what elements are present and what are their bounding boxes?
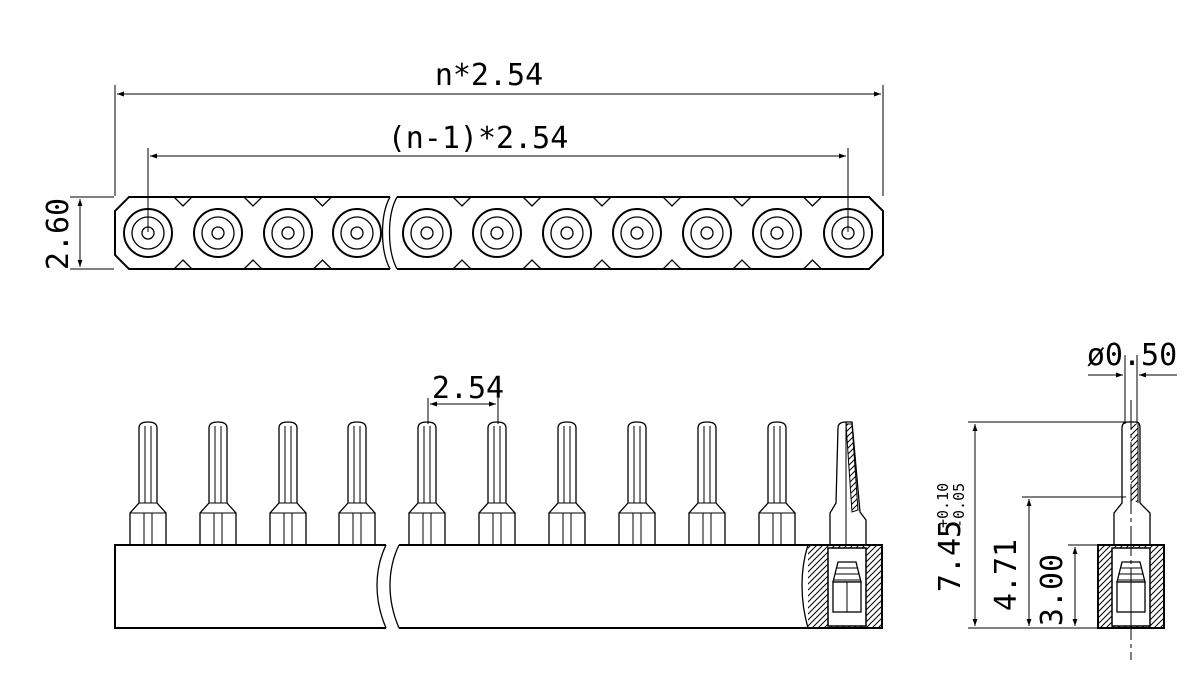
contact-hole bbox=[542, 208, 592, 258]
pin bbox=[129, 421, 167, 545]
side-pin bbox=[1113, 421, 1151, 545]
pitch-label: 2.54 bbox=[432, 371, 504, 406]
notch bbox=[662, 259, 682, 270]
pin bbox=[688, 421, 726, 545]
notch bbox=[173, 196, 193, 207]
pin bbox=[478, 421, 516, 545]
body-outline-left bbox=[114, 544, 386, 629]
contact-hole bbox=[332, 208, 382, 258]
total-height-tol-upper: +0.10 bbox=[934, 483, 952, 528]
notch bbox=[522, 196, 542, 207]
notch bbox=[662, 196, 682, 207]
pin bbox=[269, 421, 307, 545]
body-width-label: 2.60 bbox=[41, 198, 76, 270]
notch bbox=[243, 259, 263, 270]
contact-hole bbox=[123, 208, 173, 258]
pin bbox=[758, 421, 796, 545]
notch bbox=[732, 196, 752, 207]
body-break-right bbox=[389, 544, 400, 629]
contact-hole bbox=[402, 208, 452, 258]
overall-length-label: n*2.54 bbox=[435, 58, 543, 93]
pin-span-label: (n-1)*2.54 bbox=[388, 121, 569, 156]
strip-outline-right bbox=[397, 196, 884, 270]
notch bbox=[522, 259, 542, 270]
side-view: ø0.50 7.45 +0.10 -0.05 4.71 3.00 bbox=[933, 338, 1177, 660]
pin-row bbox=[129, 421, 796, 545]
notch bbox=[732, 259, 752, 270]
front-view: 2.54 bbox=[114, 371, 883, 629]
pin-diameter-label: ø0.50 bbox=[1087, 338, 1177, 373]
sectioned-pin bbox=[801, 421, 882, 629]
notch bbox=[173, 259, 193, 270]
strip-break-right bbox=[388, 196, 398, 270]
contact-hole bbox=[612, 208, 662, 258]
notch bbox=[803, 196, 822, 207]
body-height-label: 3.00 bbox=[1035, 554, 1070, 626]
notch bbox=[313, 196, 332, 207]
notch bbox=[313, 259, 332, 270]
pin bbox=[408, 421, 446, 545]
notch bbox=[452, 259, 472, 270]
body-break-left bbox=[376, 544, 387, 629]
contact-hole bbox=[823, 208, 873, 258]
strip-outline-left bbox=[114, 196, 390, 270]
pin bbox=[618, 421, 656, 545]
strip-break-left bbox=[381, 196, 391, 270]
top-view: n*2.54 (n-1)*2.54 2.60 bbox=[41, 58, 884, 270]
pin bbox=[199, 421, 237, 545]
notch bbox=[592, 196, 612, 207]
notch bbox=[452, 196, 472, 207]
contact-hole bbox=[682, 208, 732, 258]
contact-hole bbox=[752, 208, 802, 258]
pin bbox=[548, 421, 586, 545]
notch bbox=[592, 259, 612, 270]
notch bbox=[243, 196, 263, 207]
contact-hole bbox=[263, 208, 313, 258]
pin bbox=[338, 421, 376, 545]
notch bbox=[803, 259, 822, 270]
contact-hole bbox=[472, 208, 522, 258]
contact-hole bbox=[193, 208, 243, 258]
total-height-tol-lower: -0.05 bbox=[950, 483, 968, 528]
shoulder-height-label: 4.71 bbox=[989, 539, 1024, 611]
strip-notches bbox=[173, 196, 822, 270]
contact-holes bbox=[123, 208, 873, 258]
total-height-label: 7.45 bbox=[933, 520, 968, 592]
